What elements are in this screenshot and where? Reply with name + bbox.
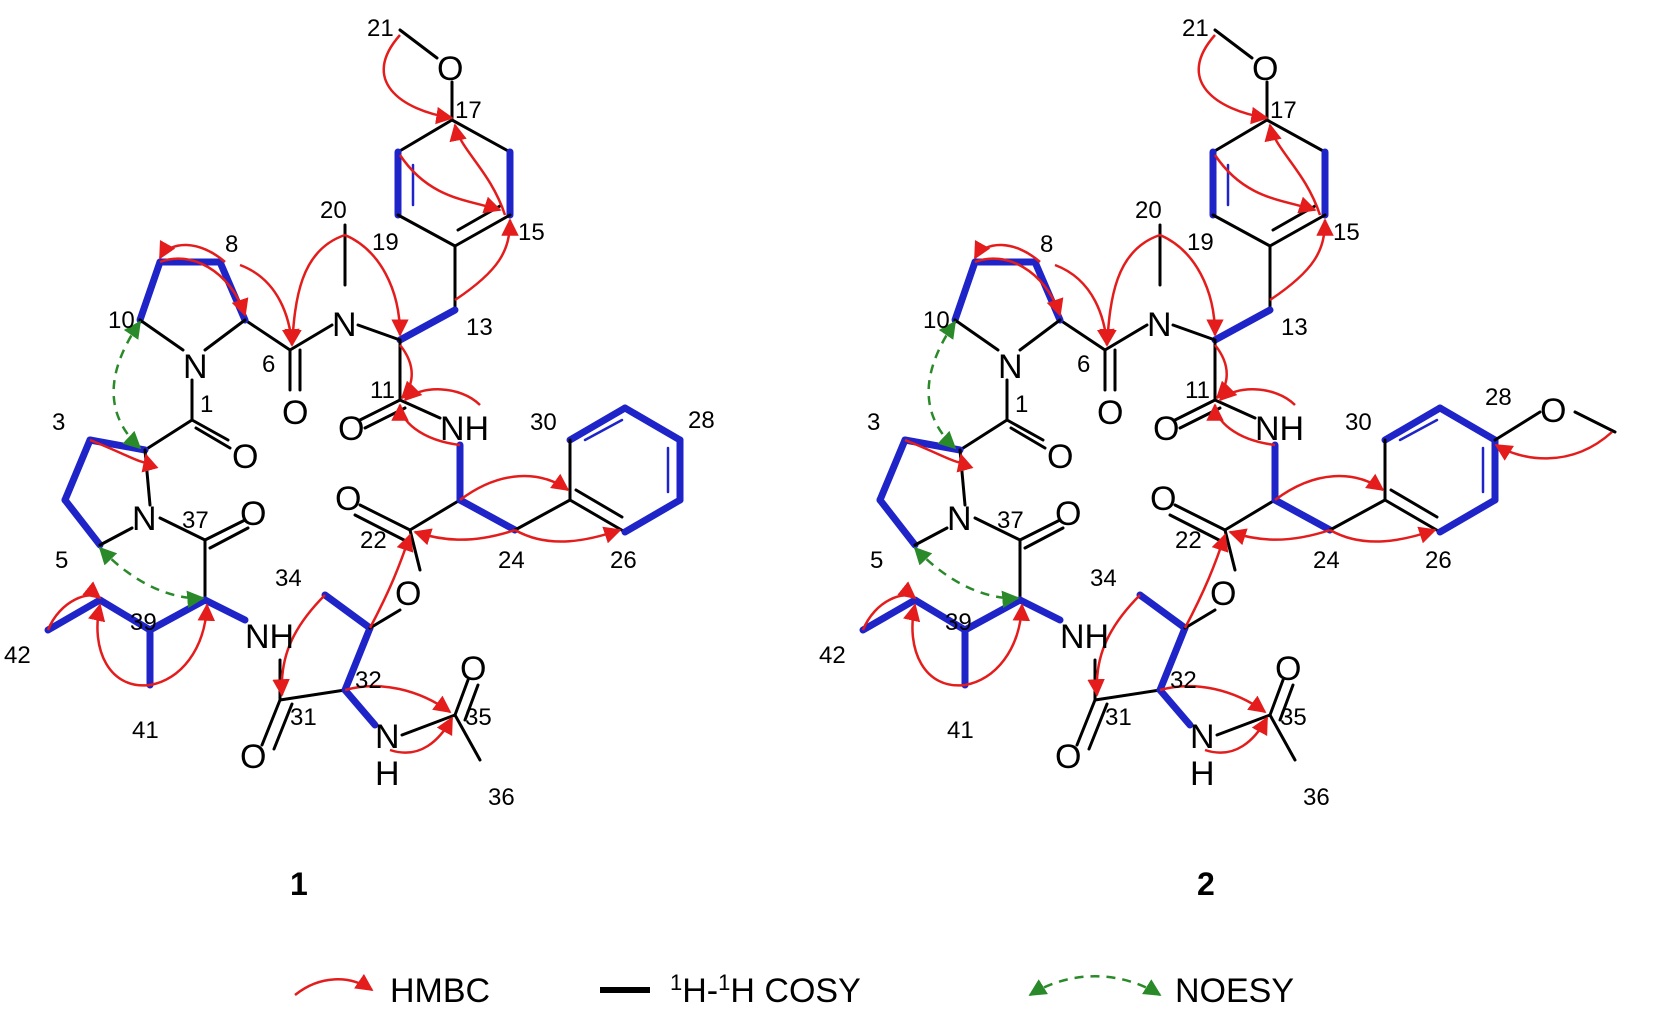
atom-o-c11: O (1153, 410, 1179, 448)
locant-28: 28 (688, 407, 715, 434)
locant-8: 8 (1040, 231, 1053, 258)
locant-20: 20 (1135, 197, 1162, 224)
legend-noesy-label: NOESY (1175, 972, 1294, 1010)
locant-11: 11 (370, 377, 395, 404)
locant-3: 3 (52, 409, 65, 436)
locant-30: 30 (530, 409, 557, 436)
noesy-legend-arrow (1028, 975, 1162, 997)
atom-o-ester: O (1210, 575, 1236, 613)
locant-34: 34 (275, 565, 302, 592)
atom-o-methoxy: O (437, 50, 463, 88)
locant-37: 37 (182, 507, 209, 534)
atom-o-c6: O (1097, 394, 1123, 432)
locant-26: 26 (610, 547, 637, 574)
locant-6: 6 (262, 351, 275, 378)
atom-o-c11: O (338, 410, 364, 448)
locant-21: 21 (1182, 15, 1209, 42)
locant-15: 15 (1333, 219, 1360, 246)
atom-o-ester: O (395, 575, 421, 613)
atom-o-c31: O (1055, 738, 1081, 776)
legend-hmbc-label: HMBC (390, 972, 490, 1010)
locant-5: 5 (55, 547, 68, 574)
locant-5: 5 (870, 547, 883, 574)
locant-30: 30 (1345, 409, 1372, 436)
locant-41: 41 (132, 717, 159, 744)
locant-15: 15 (518, 219, 545, 246)
locant-42: 42 (4, 642, 31, 669)
compound-1-structure: O N N O O N O NH O O O NH O N H O 21 17 … (4, 15, 715, 902)
atom-n-c32: N (1190, 718, 1215, 756)
locant-28: 28 (1485, 384, 1512, 411)
atom-h-c32: H (375, 755, 400, 793)
atom-o-c37: O (240, 495, 266, 533)
atom-o-c22: O (1150, 480, 1176, 518)
compound-label-1: 1 (290, 866, 308, 902)
locant-32: 32 (1170, 667, 1197, 694)
locant-11: 11 (1185, 377, 1210, 404)
atom-n-pro2: N (947, 500, 972, 538)
locant-13: 13 (1281, 314, 1308, 341)
locant-35: 35 (465, 704, 492, 731)
locant-8: 8 (225, 231, 238, 258)
locant-20: 20 (320, 197, 347, 224)
locant-19: 19 (1187, 229, 1214, 256)
atom-nh-c39: NH (245, 618, 294, 656)
legend-cosy-label: 1H-1H COSY (670, 970, 861, 1010)
locant-10: 10 (108, 307, 135, 334)
locant-1: 1 (200, 391, 213, 418)
locant-17: 17 (1270, 97, 1297, 124)
atom-n-methyl: N (1147, 306, 1172, 344)
locant-36: 36 (1303, 784, 1330, 811)
locant-35: 35 (1280, 704, 1307, 731)
compound-2-structure: O N N O O N O NH O O O NH O N H O O 21 1… (819, 15, 1617, 902)
atom-nh-c11: NH (1255, 410, 1304, 448)
locant-32: 32 (355, 667, 382, 694)
locant-3: 3 (867, 409, 880, 436)
locant-13: 13 (466, 314, 493, 341)
locant-42: 42 (819, 642, 846, 669)
hmbc-legend-arrow (294, 973, 374, 996)
atom-o-c1: O (1047, 438, 1073, 476)
locant-36: 36 (488, 784, 515, 811)
locant-22: 22 (360, 527, 387, 554)
locant-41: 41 (947, 717, 974, 744)
atom-o-c35: O (1275, 650, 1301, 688)
locant-34: 34 (1090, 565, 1117, 592)
locant-10: 10 (923, 307, 950, 334)
atom-o-c6: O (282, 394, 308, 432)
compound-label-2: 2 (1197, 866, 1215, 902)
locant-1: 1 (1015, 391, 1028, 418)
locant-19: 19 (372, 229, 399, 256)
atom-h-c32: H (1190, 755, 1215, 793)
locant-39: 39 (945, 609, 972, 636)
atom-n-pro1: N (183, 348, 208, 386)
atom-o-c1: O (232, 438, 258, 476)
locant-39: 39 (130, 609, 157, 636)
locant-24: 24 (1313, 547, 1340, 574)
locant-37: 37 (997, 507, 1024, 534)
atom-n-pro1: N (998, 348, 1023, 386)
atom-o-c31: O (240, 738, 266, 776)
locant-24: 24 (498, 547, 525, 574)
atom-nh-c11: NH (440, 410, 489, 448)
atom-o-methoxy: O (1252, 50, 1278, 88)
locant-21: 21 (367, 15, 394, 42)
atom-n-pro2: N (132, 500, 157, 538)
atom-o-methoxy2: O (1540, 392, 1566, 430)
atom-nh-c39: NH (1060, 618, 1109, 656)
atom-o-c35: O (460, 650, 486, 688)
atom-n-c32: N (375, 718, 400, 756)
locant-31: 31 (1105, 704, 1132, 731)
legend: HMBC 1H-1H COSY NOESY (294, 970, 1294, 1010)
locant-26: 26 (1425, 547, 1452, 574)
locant-31: 31 (290, 704, 317, 731)
locant-22: 22 (1175, 527, 1202, 554)
atom-o-c22: O (335, 480, 361, 518)
atom-n-methyl: N (332, 306, 357, 344)
atom-o-c37: O (1055, 495, 1081, 533)
locant-17: 17 (455, 97, 482, 124)
locant-6: 6 (1077, 351, 1090, 378)
